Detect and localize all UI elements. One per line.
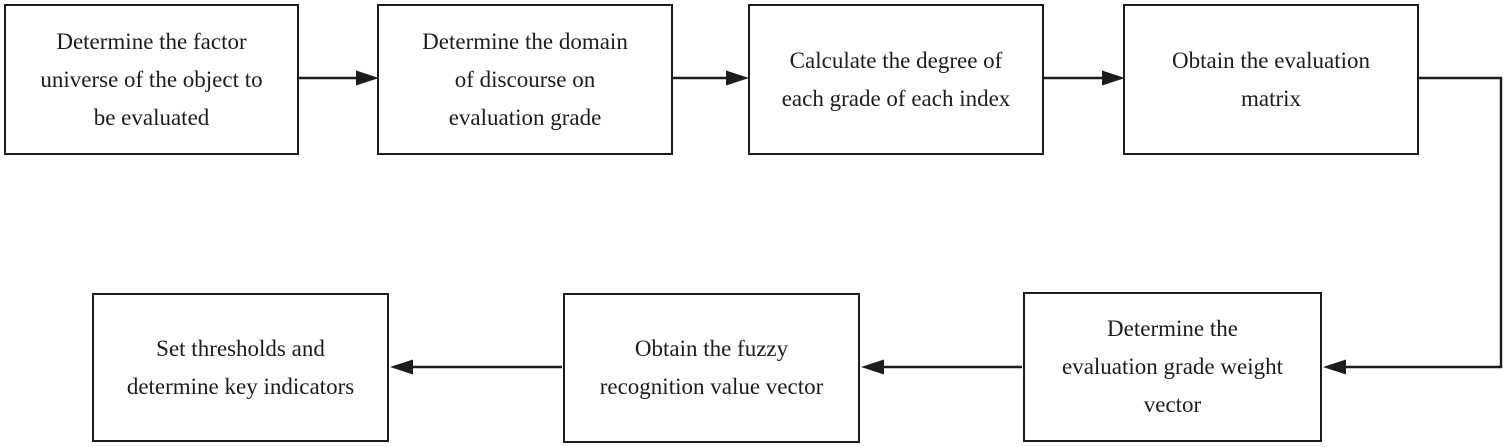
box-label-set-thresholds: Set thresholds and determine key indicat… — [126, 335, 355, 399]
box-label-degree-of-each-grade: Calculate the degree of each grade of ea… — [781, 47, 1011, 111]
arrow-line-step4-step5 — [1344, 76, 1503, 369]
box-label-evaluation-matrix: Obtain the evaluation matrix — [1172, 47, 1370, 111]
arrowhead-step5-step6 — [861, 359, 884, 375]
box-label-grade-weight-vector: Determine the evaluation grade weight ve… — [1062, 316, 1283, 417]
arrowhead-step3-step4 — [1102, 70, 1125, 86]
box-label-factor-universe: Determine the factor universe of the obj… — [40, 28, 263, 130]
flowchart-box-set-thresholds: Set thresholds and determine key indicat… — [92, 293, 389, 442]
flowchart-box-degree-of-each-grade: Calculate the degree of each grade of ea… — [748, 4, 1044, 155]
arrowhead-step6-step7 — [390, 359, 413, 375]
flowchart-box-grade-weight-vector: Determine the evaluation grade weight ve… — [1023, 292, 1322, 442]
flowchart-box-evaluation-matrix: Obtain the evaluation matrix — [1123, 4, 1419, 155]
arrowhead-step2-step3 — [726, 70, 749, 86]
box-label-domain-of-discourse: Determine the domain of discourse on eva… — [422, 28, 628, 130]
box-label-fuzzy-recognition-vector: Obtain the fuzzy recognition value vecto… — [599, 336, 824, 399]
flowchart-box-domain-of-discourse: Determine the domain of discourse on eva… — [377, 4, 673, 155]
flowchart-box-factor-universe: Determine the factor universe of the obj… — [4, 4, 299, 155]
arrowhead-step1-step2 — [356, 70, 379, 86]
flowchart-box-fuzzy-recognition-vector: Obtain the fuzzy recognition value vecto… — [563, 293, 860, 443]
arrowhead-step4-step5 — [1323, 359, 1346, 375]
